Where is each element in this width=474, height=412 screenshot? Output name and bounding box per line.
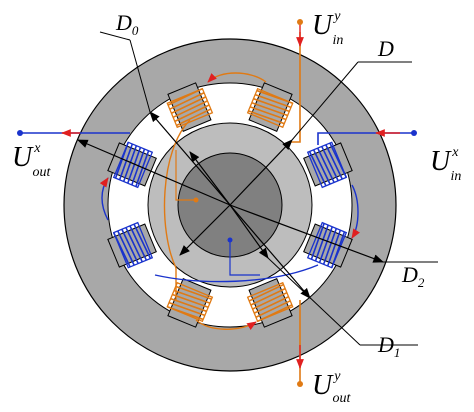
coil <box>246 281 294 323</box>
d1-arrow-up <box>189 151 231 206</box>
d-leader <box>291 61 359 141</box>
stator-pole <box>107 142 157 187</box>
d-arrow-up <box>229 139 293 206</box>
coil <box>166 281 214 323</box>
flux-left-orange <box>163 119 191 269</box>
label-d: D <box>377 36 394 61</box>
d-arrow-down <box>179 204 231 256</box>
wiring <box>22 24 412 382</box>
label-d2: D2 <box>401 262 425 290</box>
d2-arrow-left <box>77 139 231 206</box>
d2-arrow-right <box>229 204 385 263</box>
terminals <box>17 19 417 387</box>
stator-pole <box>248 82 293 132</box>
junction-blue <box>227 237 233 243</box>
wire-orange-inner <box>175 150 196 201</box>
flux-right-arrow <box>351 184 360 239</box>
flux-bottom-blue <box>154 264 319 283</box>
d0-leader <box>129 39 151 113</box>
wire-blue-inner <box>229 240 260 276</box>
flux-left-arrow <box>99 177 109 221</box>
d0-leader-top <box>99 31 131 41</box>
label-d0: D0 <box>115 10 139 38</box>
stator-pole <box>303 223 353 268</box>
coil <box>306 141 348 189</box>
d1-leader <box>267 257 361 346</box>
coil <box>246 87 294 129</box>
diameter-lines <box>77 31 438 346</box>
d0-arrow-down <box>229 204 311 299</box>
flux-bottom-arrow <box>195 319 257 330</box>
coil <box>112 221 154 269</box>
terminal-uin-x <box>411 130 417 136</box>
wire-y-in <box>290 32 301 143</box>
coil <box>112 141 154 189</box>
coil <box>306 221 348 269</box>
terminal-uout-y <box>297 381 303 387</box>
junction-orange <box>193 197 199 203</box>
coil <box>166 87 214 129</box>
flux-top-arrow <box>207 72 267 83</box>
label-d1: D1 <box>377 332 400 360</box>
d1-arrow-down <box>229 204 269 259</box>
coils <box>112 87 348 323</box>
terminal-uout-x <box>17 130 23 136</box>
terminal-uin-y <box>297 19 303 25</box>
